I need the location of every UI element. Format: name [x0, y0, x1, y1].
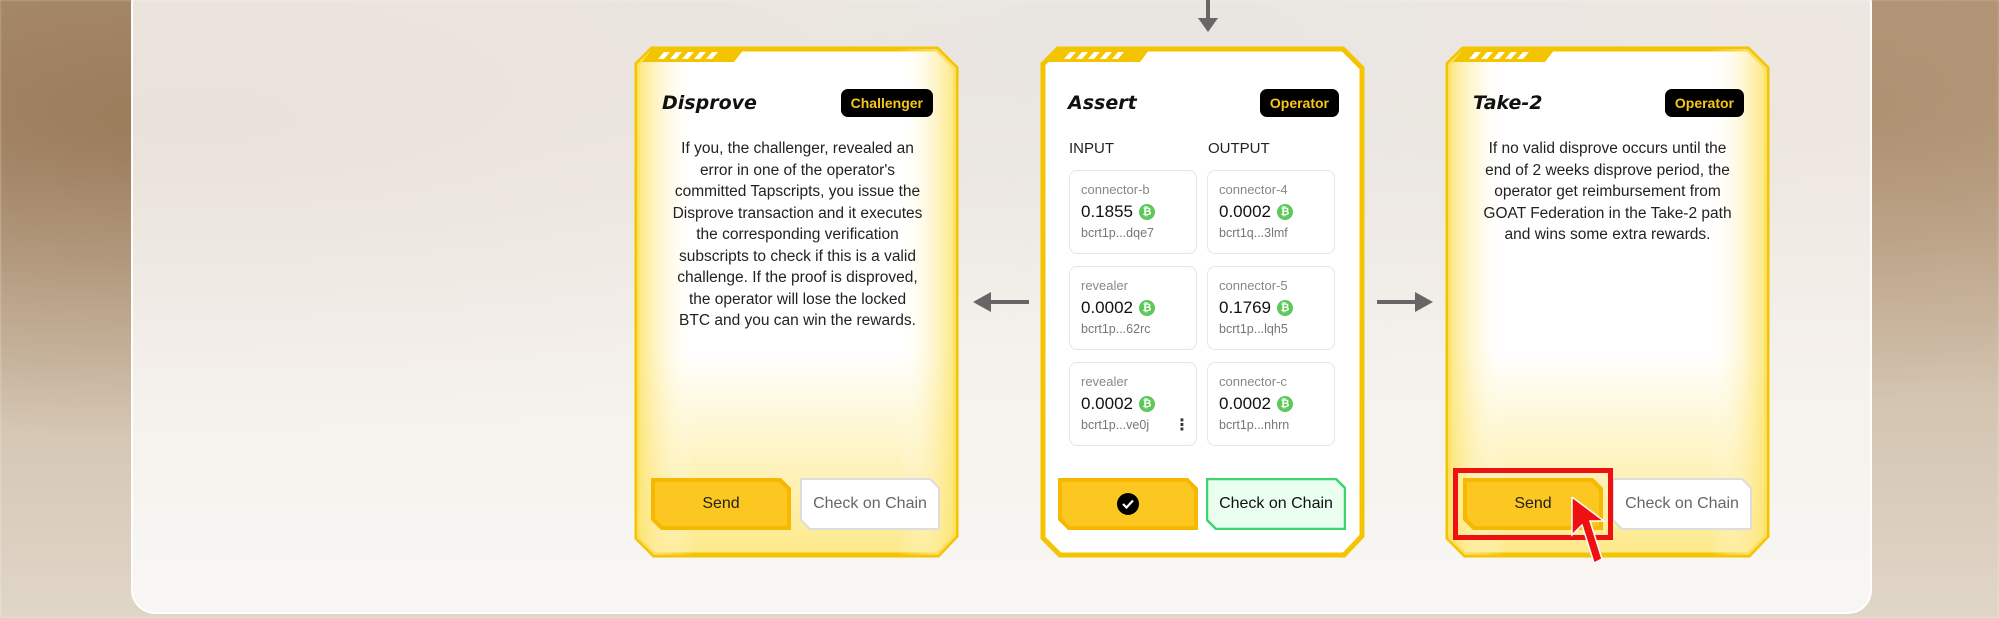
take2-card: Take-2 Operator If no valid disprove occ… — [1445, 46, 1770, 558]
check-on-chain-label: Check on Chain — [1625, 495, 1739, 512]
card-frame — [1445, 46, 1770, 558]
output-utxo[interactable]: connector-4 0.0002 ₿ bcrt1q...3lmf — [1207, 170, 1335, 254]
arrow-right-icon — [1377, 292, 1433, 312]
send-label: Send — [1514, 495, 1552, 512]
send-button[interactable]: Send — [651, 478, 791, 530]
check-on-chain-label: Check on Chain — [813, 495, 927, 512]
highlight-box — [1453, 468, 1613, 540]
assert-card: Assert Operator INPUT OUTPUT connector-b… — [1040, 46, 1365, 558]
bitcoin-icon: ₿ — [1139, 300, 1155, 316]
card-title: Assert — [1068, 92, 1137, 114]
card-title: Take-2 — [1473, 92, 1543, 114]
input-utxo[interactable]: connector-b 0.1855 ₿ bcrt1p...dqe7 — [1069, 170, 1197, 254]
utxo-name: revealer — [1081, 278, 1128, 293]
check-on-chain-button[interactable]: Check on Chain — [800, 478, 940, 530]
utxo-name: connector-c — [1219, 374, 1287, 389]
role-badge: Challenger — [840, 89, 933, 117]
output-utxo[interactable]: connector-c 0.0002 ₿ bcrt1p...nhrn — [1207, 362, 1335, 446]
role-badge: Operator — [1664, 89, 1744, 117]
role-badge: Operator — [1259, 89, 1339, 117]
utxo-amount: 0.0002 — [1219, 394, 1271, 413]
input-utxo[interactable]: revealer 0.0002 ₿ bcrt1p...62rc — [1069, 266, 1197, 350]
utxo-amount: 0.1855 — [1081, 202, 1133, 221]
utxo-address: bcrt1p...nhrn — [1219, 418, 1290, 432]
arrow-down-icon — [1198, 0, 1218, 32]
utxo-address: bcrt1q...3lmf — [1219, 226, 1288, 240]
bitcoin-icon: ₿ — [1277, 204, 1293, 220]
check-on-chain-button[interactable]: Check on Chain — [1206, 478, 1346, 530]
arrow-left-icon — [973, 292, 1029, 312]
bitcoin-icon: ₿ — [1139, 396, 1155, 412]
utxo-address: bcrt1p...lqh5 — [1219, 322, 1288, 336]
card-description: If you, the challenger, revealed an erro… — [672, 140, 923, 329]
utxo-name: connector-b — [1081, 182, 1150, 197]
check-on-chain-button[interactable]: Check on Chain — [1612, 478, 1752, 530]
send-label: Send — [702, 495, 740, 512]
confirmed-button[interactable] — [1058, 478, 1198, 530]
utxo-name: revealer — [1081, 374, 1128, 389]
card-description: If no valid disprove occurs until the en… — [1483, 140, 1732, 243]
kebab-icon[interactable]: ⋮ — [1174, 415, 1190, 434]
bitcoin-icon: ₿ — [1277, 300, 1293, 316]
utxo-amount: 0.0002 — [1081, 394, 1133, 413]
utxo-address: bcrt1p...dqe7 — [1081, 226, 1154, 240]
input-header: INPUT — [1069, 140, 1114, 157]
utxo-address: bcrt1p...62rc — [1081, 322, 1151, 336]
output-header: OUTPUT — [1208, 140, 1270, 157]
input-utxo[interactable]: revealer 0.0002 ₿ bcrt1p...ve0j ⋮ — [1069, 362, 1197, 446]
utxo-address: bcrt1p...ve0j — [1081, 418, 1150, 432]
send-button[interactable]: Send — [1463, 478, 1603, 530]
utxo-name: connector-5 — [1219, 278, 1288, 293]
utxo-amount: 0.1769 — [1219, 298, 1271, 317]
card-title: Disprove — [662, 92, 757, 114]
check-circle-icon — [1117, 493, 1139, 515]
bitcoin-icon: ₿ — [1139, 204, 1155, 220]
utxo-name: connector-4 — [1219, 182, 1288, 197]
utxo-amount: 0.0002 — [1081, 298, 1133, 317]
bitcoin-icon: ₿ — [1277, 396, 1293, 412]
cursor-icon — [1571, 497, 1606, 565]
utxo-amount: 0.0002 — [1219, 202, 1271, 221]
disprove-card: Disprove Challenger If you, the challeng… — [634, 46, 959, 558]
output-utxo[interactable]: connector-5 0.1769 ₿ bcrt1p...lqh5 — [1207, 266, 1335, 350]
card-frame — [634, 46, 959, 558]
check-on-chain-label: Check on Chain — [1219, 495, 1333, 512]
